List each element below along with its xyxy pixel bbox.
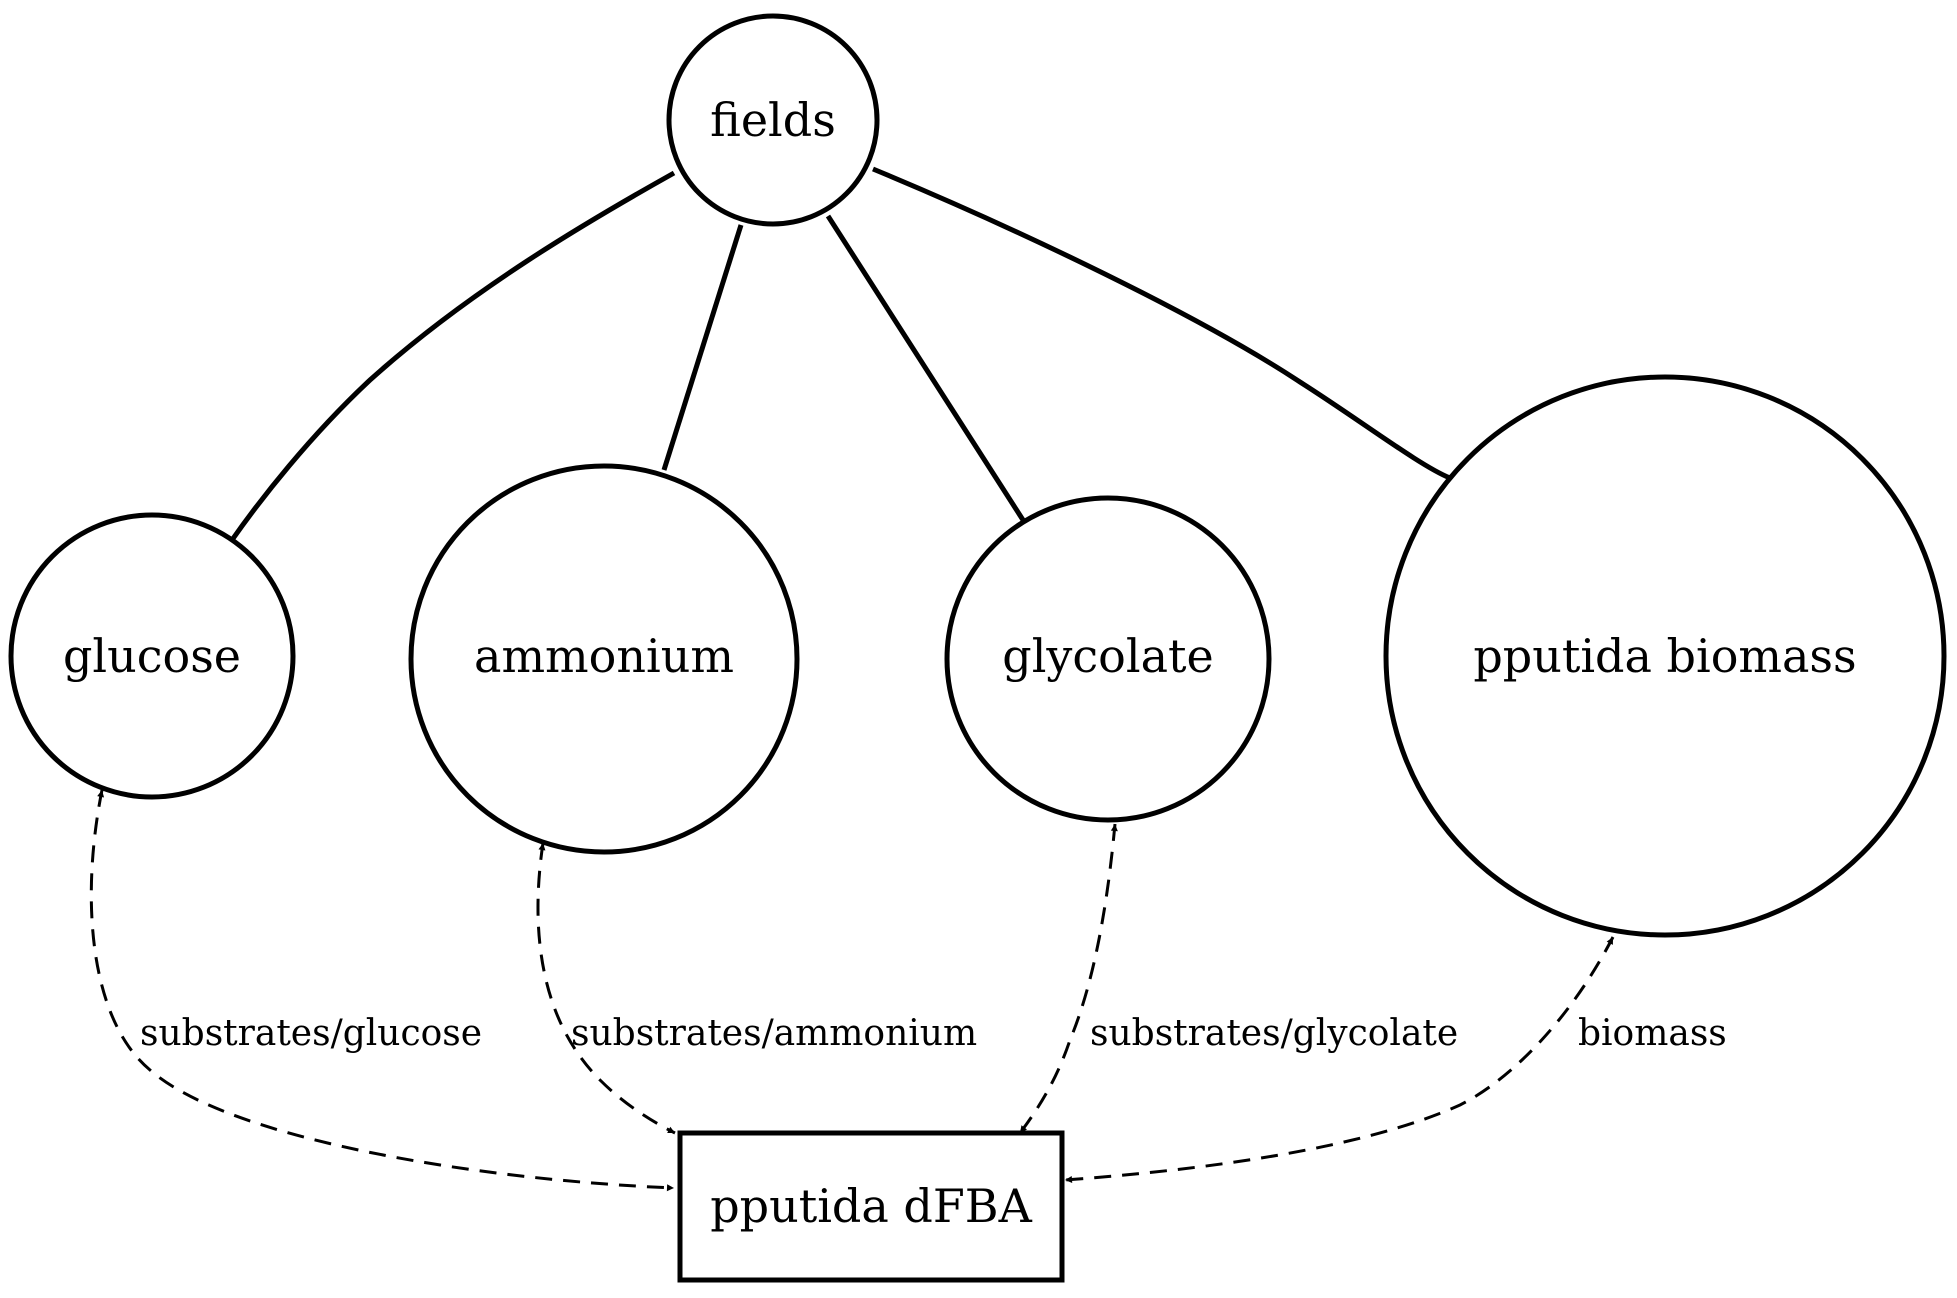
port-edge-ammonium bbox=[536, 842, 676, 1135]
node-biomass-label: pputida biomass bbox=[1473, 629, 1856, 683]
node-fields-circle bbox=[666, 13, 880, 227]
node-ammonium-label: ammonium bbox=[474, 629, 734, 683]
port-label-glucose: substrates/glucose bbox=[140, 1013, 482, 1054]
node-biomass-circle bbox=[1383, 374, 1947, 938]
node-glucose[interactable]: glucose bbox=[8, 512, 296, 800]
port-edge-glucose bbox=[89, 789, 675, 1192]
port-label-biomass: biomass bbox=[1578, 1013, 1727, 1054]
port-labels: substrates/glucose substrates/ammonium s… bbox=[140, 1013, 1727, 1054]
node-fields[interactable]: fields bbox=[666, 13, 880, 227]
node-glucose-label: glucose bbox=[63, 629, 241, 683]
port-label-ammonium: substrates/ammonium bbox=[571, 1013, 977, 1054]
port-edge-glycolate bbox=[1018, 823, 1118, 1134]
node-glucose-circle bbox=[8, 512, 296, 800]
process-box bbox=[677, 1130, 1065, 1283]
node-ammonium-circle bbox=[408, 463, 800, 855]
port-label-glycolate: substrates/glycolate bbox=[1090, 1013, 1458, 1054]
edge-fields-biomass bbox=[872, 166, 1451, 481]
process-node-pputida-dfba[interactable]: pputida dFBA bbox=[677, 1130, 1065, 1283]
node-glycolate-circle bbox=[944, 495, 1272, 823]
edge-fields-glycolate bbox=[825, 214, 1026, 522]
node-fields-label: fields bbox=[710, 93, 836, 147]
node-ammonium[interactable]: ammonium bbox=[408, 463, 800, 855]
port-edges bbox=[89, 789, 1615, 1192]
node-biomass[interactable]: pputida biomass bbox=[1383, 374, 1947, 938]
node-glycolate[interactable]: glycolate bbox=[944, 495, 1272, 823]
port-edge-biomass bbox=[1064, 936, 1615, 1183]
edge-fields-glucose bbox=[229, 170, 676, 542]
store-edges bbox=[229, 166, 1451, 542]
edge-fields-ammonium bbox=[661, 224, 744, 471]
node-glycolate-label: glycolate bbox=[1002, 629, 1213, 683]
process-label: pputida dFBA bbox=[710, 1179, 1032, 1233]
